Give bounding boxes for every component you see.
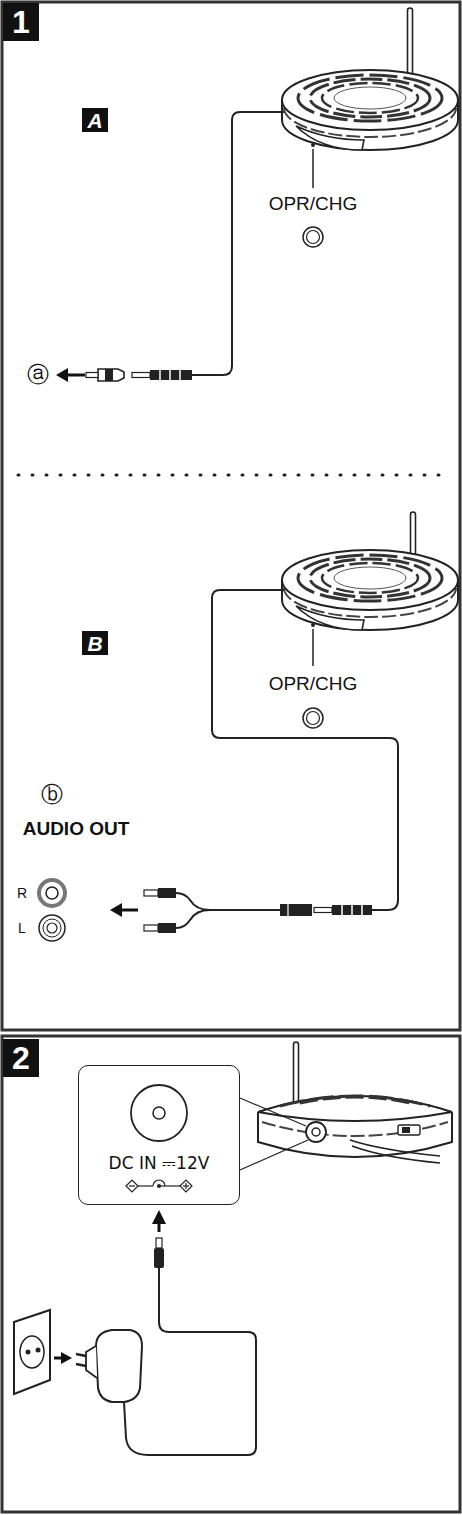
section-badge: A [82, 108, 108, 132]
jack-inset: DC IN ⎓12V [78, 1065, 240, 1205]
badge-text: B [87, 633, 102, 654]
badge-text: 2 [12, 1042, 30, 1074]
cable-b [110, 590, 398, 933]
dc-jack-inset [126, 1085, 192, 1192]
button-label: OPR/CHG [267, 673, 360, 695]
step-badge: 2 [3, 1039, 39, 1077]
transmitter-side [240, 1042, 452, 1170]
channel-label: L [16, 920, 28, 936]
badge-text: A [87, 110, 102, 131]
callout-letter: ⓑ [39, 780, 65, 810]
badge-text: 1 [12, 6, 30, 38]
channel-label: R [15, 885, 29, 901]
audio-out-jacks [39, 880, 65, 941]
step-badge: 1 [3, 3, 39, 41]
callout-letter: ⓐ [25, 360, 51, 390]
transmitter-b [282, 512, 458, 728]
dotted-separator [18, 474, 444, 477]
ac-adapter [14, 1210, 256, 1455]
jack-rating: DC IN ⎓12V [109, 1155, 210, 1172]
section-badge: B [82, 631, 108, 655]
cable-a [56, 112, 284, 382]
button-label: OPR/CHG [267, 193, 360, 215]
jack-group-label: AUDIO OUT [21, 818, 132, 840]
